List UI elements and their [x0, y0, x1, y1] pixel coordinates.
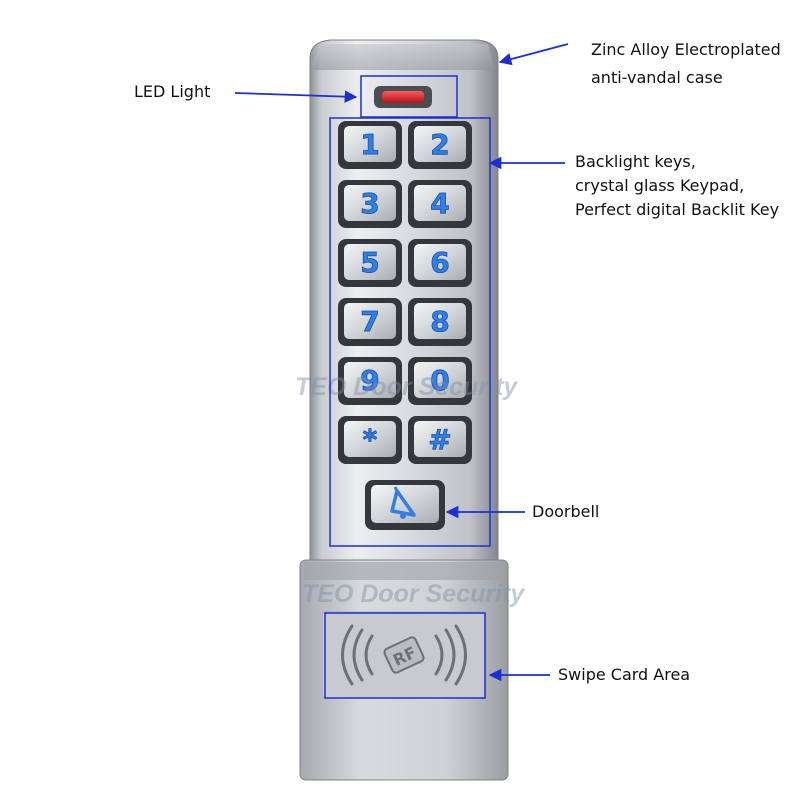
- backlight-callout: Backlight keys, crystal glass Keypad, Pe…: [575, 150, 779, 222]
- case-arrow: [498, 43, 569, 66]
- key-label: 5: [360, 246, 379, 279]
- case-callout-line2: anti-vandal case: [591, 68, 723, 87]
- key-7[interactable]: 7: [338, 298, 402, 346]
- backlight-callout-line2: crystal glass Keypad,: [575, 176, 745, 195]
- backlight-callout-line1: Backlight keys,: [575, 152, 696, 171]
- watermark-upper: TEO Door Security: [295, 373, 518, 401]
- annotation-boxes: [324, 75, 491, 699]
- key-label: #: [428, 423, 451, 456]
- led-arrow: [234, 90, 358, 103]
- key-label: 0: [430, 364, 449, 397]
- key-label: 9: [360, 364, 379, 397]
- doorbell-callout: Doorbell: [532, 502, 600, 521]
- annotation-arrows: [234, 43, 569, 682]
- swipe-callout: Swipe Card Area: [558, 665, 691, 684]
- key-label: 3: [360, 187, 379, 220]
- bell-icon: [390, 486, 416, 519]
- key-label: 2: [430, 128, 449, 161]
- key-hash[interactable]: #: [408, 416, 472, 464]
- key-label: *: [363, 423, 378, 456]
- key-star[interactable]: *: [338, 416, 402, 464]
- key-3[interactable]: 3: [338, 180, 402, 228]
- case-callout: Zinc Alloy Electroplated anti-vandal cas…: [591, 38, 781, 90]
- rf-badge: RF: [383, 636, 425, 674]
- key-6[interactable]: 6: [408, 239, 472, 287]
- backlight-callout-line3: Perfect digital Backlit Key: [575, 200, 780, 219]
- key-2[interactable]: 2: [408, 121, 472, 169]
- key-label: 7: [360, 305, 379, 338]
- key-label: 8: [430, 305, 449, 338]
- key-0[interactable]: 0: [408, 357, 472, 405]
- key-9[interactable]: 9: [338, 357, 402, 405]
- led-highlight-box: [360, 75, 458, 118]
- key-label: 4: [430, 187, 449, 220]
- key-label: 1: [360, 128, 379, 161]
- key-8[interactable]: 8: [408, 298, 472, 346]
- led-indicator: [374, 86, 432, 108]
- key-4[interactable]: 4: [408, 180, 472, 228]
- contactless-wave-icon: [341, 624, 467, 686]
- doorbell-key[interactable]: [365, 480, 445, 530]
- card-area-highlight-box: [324, 612, 486, 699]
- case-callout-line1: Zinc Alloy Electroplated: [591, 40, 781, 59]
- key-1[interactable]: 1: [338, 121, 402, 169]
- key-5[interactable]: 5: [338, 239, 402, 287]
- led-callout: LED Light: [134, 82, 211, 101]
- card-reader: RF: [341, 624, 467, 686]
- keypad-keys: 1 2 3 4 5 6 7 8 9 0 * #: [338, 121, 472, 464]
- keypad-highlight-box: [329, 117, 491, 547]
- key-label: 6: [430, 246, 449, 279]
- watermark-lower: TEO Door Security: [302, 580, 525, 608]
